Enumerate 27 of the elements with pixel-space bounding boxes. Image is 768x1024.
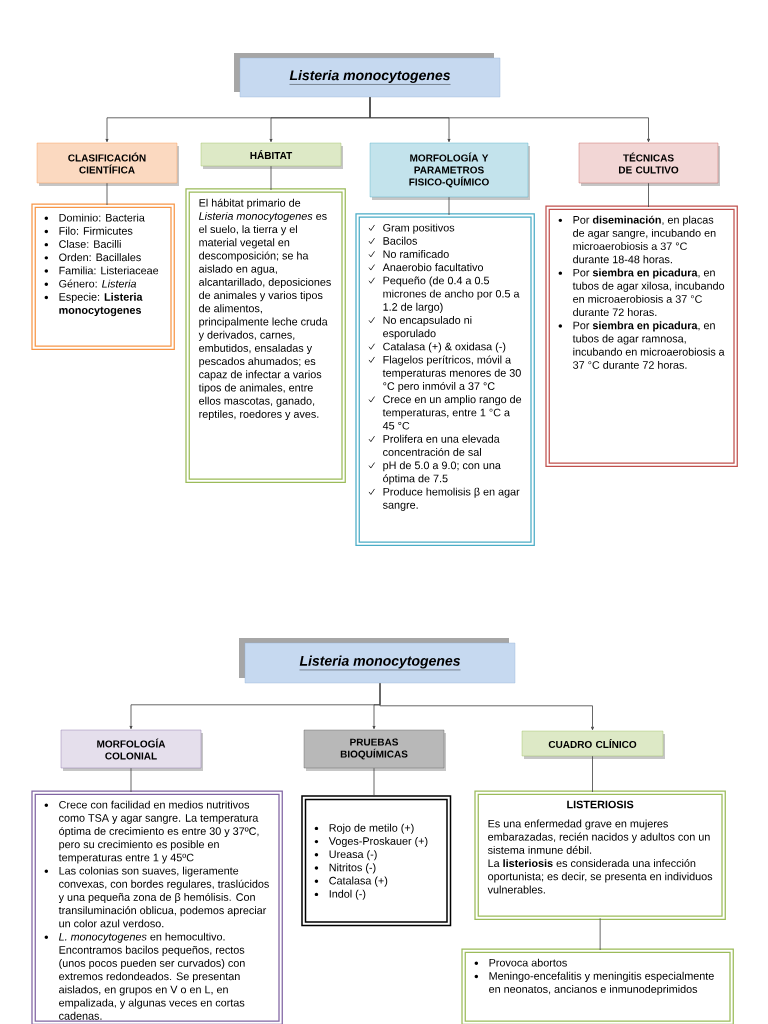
- connector: [270, 165, 272, 191]
- category-box: CUADRO CLÍNICO: [521, 730, 665, 759]
- info-box: LISTERIOSIS Es una enfermedad grave en mujeres embarazadas, recién nacidos y adultos con un sistema inmune débil. La listeriosis es considerada una infección oportunista; es decir, se presenta en individuos vulnerables.: [474, 790, 726, 920]
- title-box: Listeria monocytogenes: [239, 638, 516, 684]
- connector: [379, 682, 594, 731]
- category-box: MORFOLOGÍA Y PARAMETROS FISICO-QUÍMICO: [369, 142, 530, 200]
- connector: [592, 755, 593, 793]
- connector: [648, 182, 649, 208]
- info-box: Crece con facilidad en medios nutritivos como TSA y agar sangre. La temperatura óptima de crecimiento es entre 30 y 37ºC, pero su crecimiento es posible en temperaturas entre 1 y 45ºC Las colonias son suaves, ligeramente convexas, con bordes regulares, traslúcidos y una pequeña zona de β hemólisis. Con transiluminación oblicua, podemos apreciar un color azul verdoso. L. monocytogenes en hemocultivo. Encontramos bacilos pequeños, rectos (unos pocos pueden ser curvados) con extremos redondeados. Se presentan aislados, en grupos en V o en L, en empalizada, y algunas veces en cortas cadenas.: [31, 790, 283, 1024]
- info-box: Gram positivos Bacilos No ramificado Anaerobio facultativo Pequeño (de 0.4 a 0.5 micrones de ancho por 0.5 a 1.2 de largo) No encapsulado ni esporulado Catalasa (+) & oxidasa (-) Flagelos perítricos, móvil a temperaturas menores de 30 °C pero inmóvil a 37 °C Crece en un amplio rango de temperaturas, entre 1 °C a 45 °C Prolifera en una elevada concentración de sal pH de 5.0 a 9.0; con una óptima de 7.5 Produce hemolisis β en agar sangre.: [355, 213, 535, 546]
- connector: [448, 196, 450, 216]
- info-box: Provoca abortos Meningo-encefalitis y meningitis especialmente en neonatos, ancianos e inmunodeprimidos: [461, 948, 734, 1024]
- info-box: Por diseminación, en placas de agar sangre, incubando en microaerobiosis a 37 °C durante 18-48 horas. Por siembra en picadura, en tubos de agar xilosa, incubando en microaerobiosis a 37 °C durante 72 horas. Por siembra en picadura, en tubos de agar ramnosa, incubando en microaerobiosis a 37 °C durante 72 horas.: [545, 205, 738, 467]
- info-box: Rojo de metilo (+) Voges-Proskauer (+) Ureasa (-) Nitritos (-) Catalasa (+) Indol (-): [301, 795, 452, 927]
- connector: [599, 917, 601, 951]
- category-box: MORFOLOGÍA COLONIAL: [60, 729, 203, 771]
- info-box: El hábitat primario de Listeria monocytogenes es el suelo, la tierra y el material vegetal en descomposición; se ha aislado en agua, alcantarillado, deposiciones de animales y varios tipos de alimentos, principalmente leche cruda y derivados, carnes, embutidos, ensaladas y pescados ahumados; es capaz de infectar a varios tipos de animales, entre ellos mascotas, ganado, reptiles, roedores y aves.: [185, 188, 346, 483]
- category-box: PRUEBAS BIOQUÍMICAS: [303, 729, 446, 771]
- category-box: CLASIFICACIÓN CIENTÍFICA: [36, 142, 179, 186]
- connector: [130, 767, 132, 793]
- info-box: Dominio: Bacteria Filo: Firmicutes Clase: Bacilli Orden: Bacillales Familia: Listeriaceae Género: Listeria Especie: Listeria monocytogenes: [31, 203, 175, 350]
- connector: [369, 96, 650, 143]
- category-box: TÉCNICAS DE CULTIVO: [578, 142, 720, 186]
- category-box: HÁBITAT: [200, 142, 343, 169]
- connector: [373, 767, 375, 798]
- title-box: Listeria monocytogenes: [234, 53, 501, 98]
- connector: [106, 182, 108, 206]
